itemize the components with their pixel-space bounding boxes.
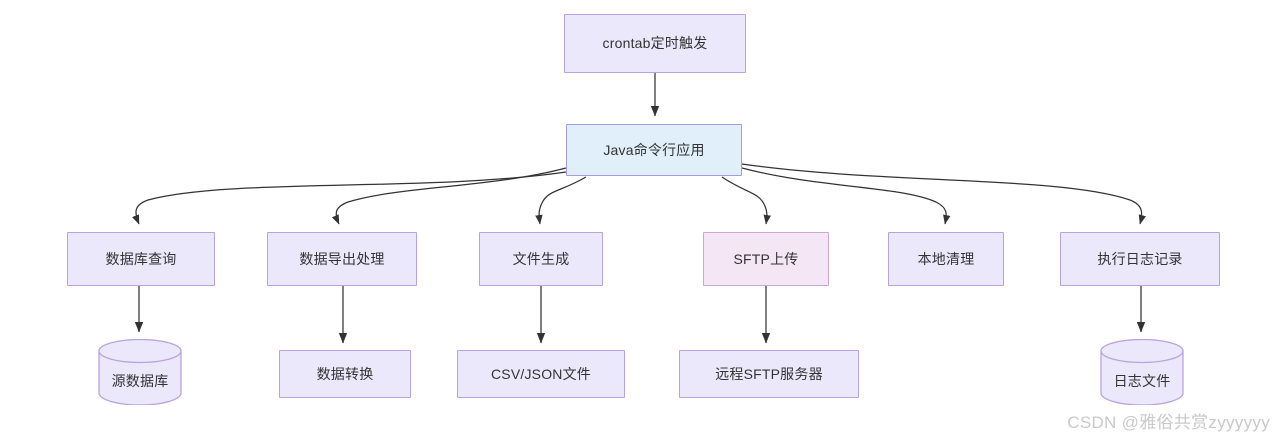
watermark-text: CSDN @雅俗共赏zyyyyyy [1067, 413, 1270, 432]
database-cylinder-icon [1100, 339, 1184, 405]
node-dbquery-label: 数据库查询 [105, 250, 177, 267]
node-csvjson-label: CSV/JSON文件 [490, 365, 591, 382]
node-runlog[interactable]: 执行日志记录 [1060, 232, 1220, 286]
node-javaapp-label: Java命令行应用 [603, 141, 705, 158]
node-remote-label: 远程SFTP服务器 [715, 365, 823, 382]
node-remote[interactable]: 远程SFTP服务器 [679, 350, 859, 398]
node-javaapp[interactable]: Java命令行应用 [566, 124, 742, 176]
node-transform[interactable]: 数据转换 [279, 350, 411, 398]
edge-javaapp-to-export [331, 167, 567, 225]
node-transform-label: 数据转换 [316, 365, 374, 382]
node-cleanup-label: 本地清理 [917, 250, 975, 267]
edge-javaapp-to-runlog [741, 163, 1146, 225]
node-cleanup[interactable]: 本地清理 [888, 232, 1004, 286]
edge-javaapp-to-filegen [535, 176, 587, 225]
database-cylinder-icon [98, 339, 182, 405]
node-csvjson[interactable]: CSV/JSON文件 [457, 350, 625, 398]
node-export-label: 数据导出处理 [299, 250, 385, 267]
node-runlog-label: 执行日志记录 [1097, 250, 1183, 267]
node-sftpup[interactable]: SFTP上传 [703, 232, 829, 286]
node-logfile[interactable]: 日志文件 [1100, 339, 1184, 405]
node-crontab[interactable]: crontab定时触发 [564, 14, 746, 73]
node-logfile-label: 日志文件 [1113, 373, 1171, 389]
edge-javaapp-to-sftpup [721, 176, 771, 225]
node-sftpup-label: SFTP上传 [733, 250, 799, 267]
node-dbquery[interactable]: 数据库查询 [67, 232, 215, 286]
node-filegen[interactable]: 文件生成 [479, 232, 603, 286]
edge-javaapp-to-cleanup [741, 167, 951, 225]
node-export[interactable]: 数据导出处理 [267, 232, 417, 286]
edge-javaapp-to-dbquery [132, 171, 567, 225]
node-srcdb-label: 源数据库 [111, 373, 169, 389]
node-filegen-label: 文件生成 [512, 250, 570, 267]
node-srcdb[interactable]: 源数据库 [98, 339, 182, 405]
node-crontab-label: crontab定时触发 [602, 35, 708, 52]
